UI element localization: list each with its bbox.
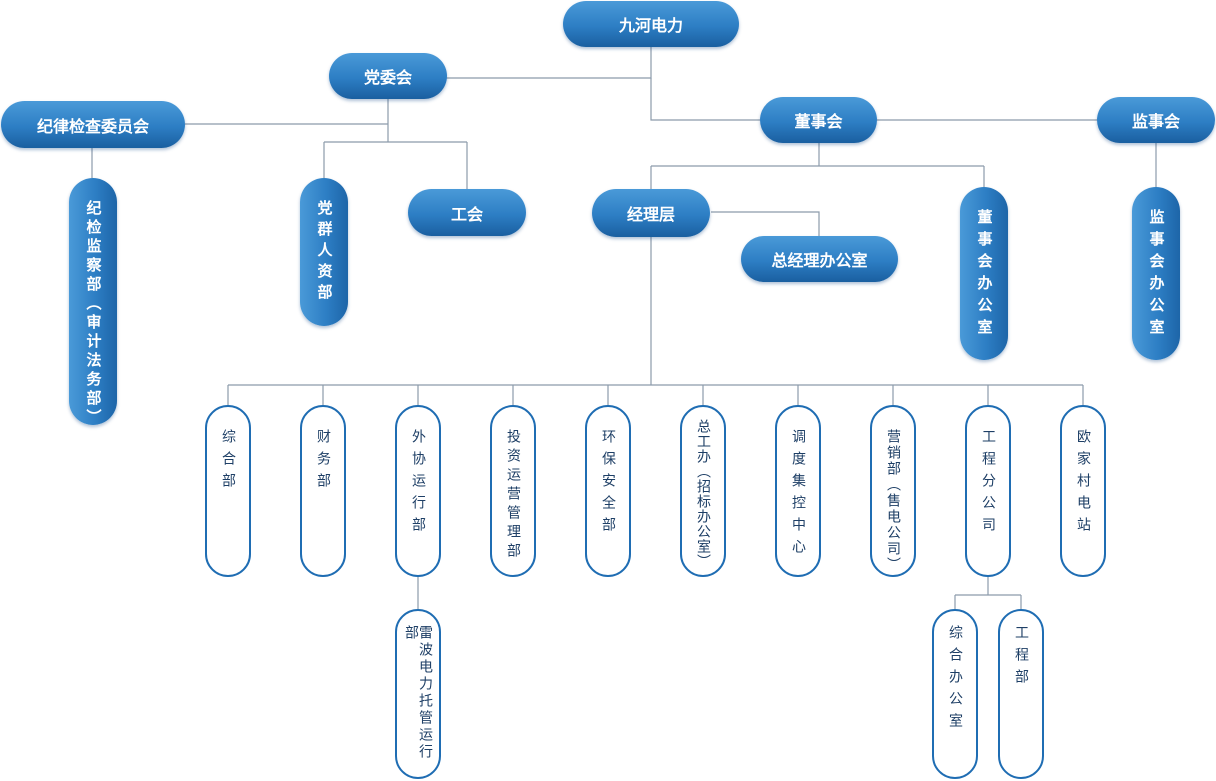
node-board-office: 董事会办公室 [960, 187, 1008, 360]
dept-label: 投资运营管理部 [505, 429, 521, 562]
dept-label: 财务部 [315, 429, 331, 495]
dept-dispatch-control-center: 调度集控中心 [775, 405, 821, 577]
node-union: 工会 [408, 189, 526, 236]
connector-gm-office [711, 211, 820, 236]
dept-engineering-branch: 工程分公司 [965, 405, 1011, 577]
node-discipline-dept-label: 纪检监察部（审计法务部） [84, 200, 103, 428]
node-gm-office: 总经理办公室 [741, 236, 898, 282]
dept-outsource-operations: 外协运行部 [395, 405, 441, 577]
dept-engineering-general-office: 综合办公室 [932, 609, 978, 779]
dept-investment-management: 投资运营管理部 [490, 405, 536, 577]
dept-chief-engineer-office: 总工办（招标办公室） [680, 405, 726, 577]
dept-label: 欧家村电站 [1075, 429, 1091, 539]
dept-label: 外协运行部 [410, 429, 426, 539]
node-supervisory-office: 监事会办公室 [1132, 187, 1180, 360]
node-discipline-committee: 纪律检查委员会 [1, 101, 185, 148]
dept-label: 工程部 [1013, 625, 1029, 691]
dept-label: 综合部 [220, 429, 236, 495]
node-root: 九河电力 [563, 1, 739, 47]
dept-marketing: 营销部（售电公司） [870, 405, 916, 577]
connector-root-board [650, 78, 760, 121]
node-party-hr-dept: 党群人资部 [300, 178, 348, 326]
dept-general: 综合部 [205, 405, 251, 577]
dept-label: 工程分公司 [980, 429, 996, 539]
dept-label: 营销部（售电公司） [885, 429, 901, 573]
node-party-hr-dept-label: 党群人资部 [315, 200, 334, 305]
dept-leibo-operations: 雷波电力托管运行部 [395, 609, 441, 779]
dept-label: 环保安全部 [600, 429, 616, 539]
node-board: 董事会 [760, 97, 877, 143]
dept-engineering-works: 工程部 [998, 609, 1044, 779]
node-supervisory-board: 监事会 [1097, 97, 1215, 143]
node-board-office-label: 董事会办公室 [975, 209, 994, 341]
node-management: 经理层 [592, 189, 710, 237]
dept-label: 综合办公室 [947, 625, 963, 735]
dept-label: 调度集控中心 [790, 429, 806, 561]
node-discipline-dept: 纪检监察部（审计法务部） [69, 178, 117, 428]
dept-label: 总工办（招标办公室） [695, 419, 711, 569]
node-supervisory-office-label: 监事会办公室 [1147, 209, 1166, 341]
dept-oujiacun-station: 欧家村电站 [1060, 405, 1106, 577]
dept-label: 雷波电力托管运行部 [403, 625, 433, 761]
dept-finance: 财务部 [300, 405, 346, 577]
node-party-committee: 党委会 [329, 53, 447, 99]
dept-environment-safety: 环保安全部 [585, 405, 631, 577]
connector-root-party [446, 47, 652, 79]
